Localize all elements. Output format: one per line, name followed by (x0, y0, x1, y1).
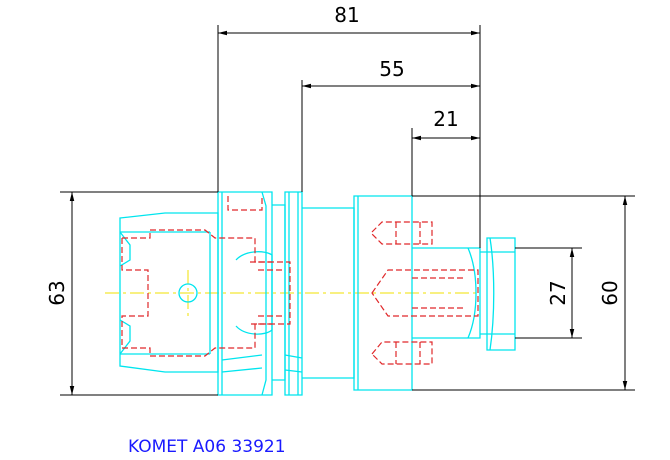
dim-body-diameter: 60 (598, 280, 622, 305)
centerline (105, 270, 480, 316)
drawing-caption: KOMET A06 33921 (128, 437, 286, 457)
dimension-lines (60, 25, 635, 396)
hidden-lines (121, 196, 479, 365)
dim-shank-diameter: 63 (45, 280, 69, 305)
dim-flange-length: 55 (379, 57, 404, 81)
holder-outline (119, 191, 516, 396)
dim-pilot-diameter: 27 (546, 280, 570, 305)
dim-insert-length: 21 (433, 107, 458, 131)
dim-overall-length: 81 (334, 3, 359, 27)
